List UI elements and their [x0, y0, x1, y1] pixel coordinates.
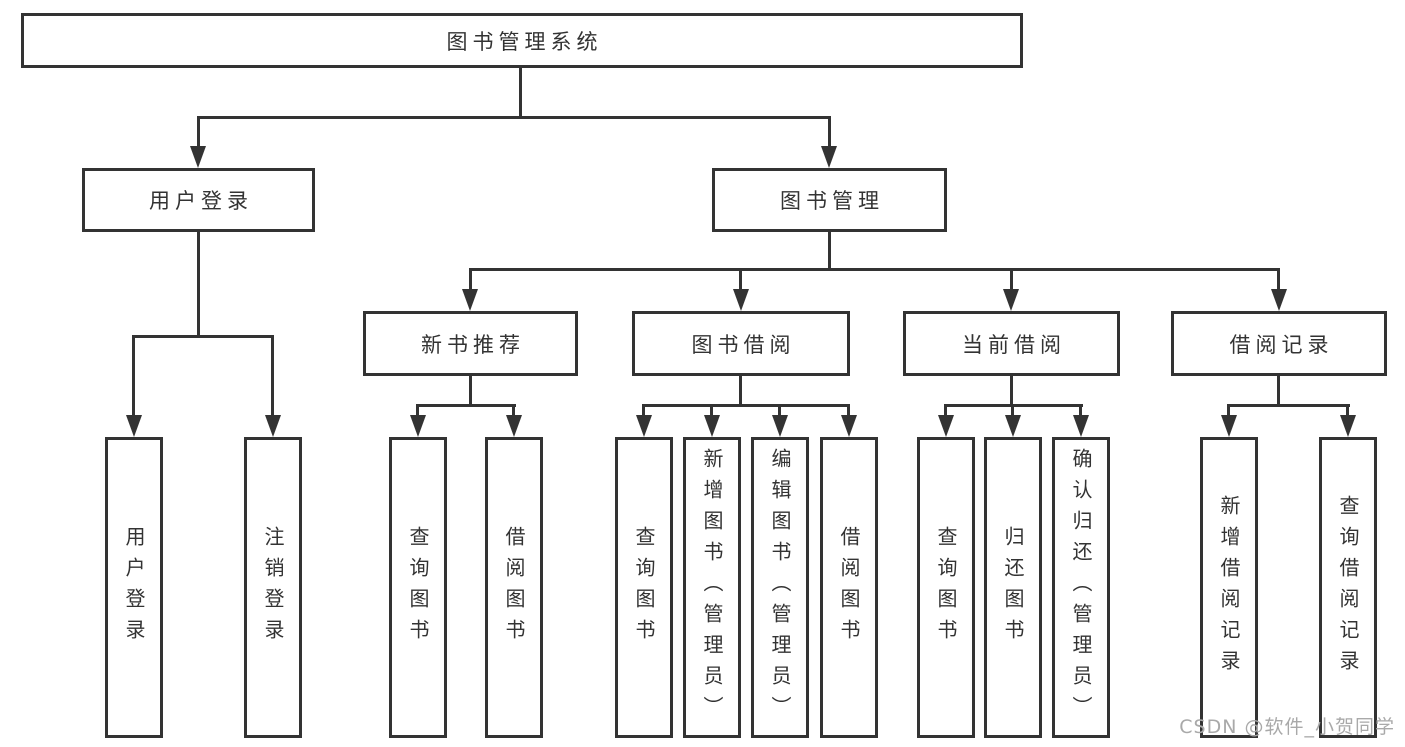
- arrowhead: [733, 289, 749, 311]
- node-library-management-system: 图书管理系统: [21, 13, 1023, 68]
- connector-stem: [1011, 404, 1014, 417]
- connector-root-rail: [197, 116, 831, 119]
- connector-borrow-record-stub: [1277, 376, 1280, 406]
- connector-stem: [1346, 404, 1349, 417]
- connector-stem: [132, 335, 135, 417]
- arrowhead: [506, 415, 522, 437]
- leaf-borrow-book-1: 借阅图书: [485, 437, 543, 738]
- arrowhead: [190, 146, 206, 168]
- connector-stem: [944, 404, 947, 417]
- arrowhead: [1073, 415, 1089, 437]
- connector-new-book-rail: [416, 404, 516, 407]
- leaf-borrow-book-2: 借阅图书: [820, 437, 878, 738]
- leaf-confirm-return-admin: 确认归还（管理员）: [1052, 437, 1110, 738]
- node-new-book-recommend: 新书推荐: [363, 311, 578, 376]
- leaf-query-book-3: 查询图书: [917, 437, 975, 738]
- arrowhead: [841, 415, 857, 437]
- connector-user-login-rail: [132, 335, 274, 338]
- connector-stem: [710, 404, 713, 417]
- connector-stem: [778, 404, 781, 417]
- connector-user-login-stub: [197, 232, 200, 338]
- connector-book-mgmt-rail: [469, 268, 1280, 271]
- leaf-logout: 注销登录: [244, 437, 302, 738]
- connector-stem: [197, 116, 200, 148]
- leaf-return-book: 归还图书: [984, 437, 1042, 738]
- node-current-borrow: 当前借阅: [903, 311, 1120, 376]
- leaf-query-book-2: 查询图书: [615, 437, 673, 738]
- arrowhead: [636, 415, 652, 437]
- leaf-query-borrow-record: 查询借阅记录: [1319, 437, 1377, 738]
- connector-stem: [828, 116, 831, 148]
- connector-current-borrow-stub: [1010, 376, 1013, 406]
- leaf-query-book-1: 查询图书: [389, 437, 447, 738]
- arrowhead: [1005, 415, 1021, 437]
- node-user-login: 用户登录: [82, 168, 315, 232]
- connector-book-borrow-stub: [739, 376, 742, 406]
- arrowhead: [772, 415, 788, 437]
- arrowhead: [265, 415, 281, 437]
- connector-stem: [1079, 404, 1082, 417]
- connector-stem: [416, 404, 419, 417]
- arrowhead: [1003, 289, 1019, 311]
- leaf-user-login: 用户登录: [105, 437, 163, 738]
- connector-borrow-record-rail: [1227, 404, 1350, 407]
- arrowhead: [1221, 415, 1237, 437]
- connector-stem: [512, 404, 515, 417]
- arrowhead: [1271, 289, 1287, 311]
- node-book-management: 图书管理: [712, 168, 947, 232]
- connector-new-book-stub: [469, 376, 472, 406]
- node-borrow-record: 借阅记录: [1171, 311, 1387, 376]
- arrowhead: [126, 415, 142, 437]
- connector-book-mgmt-stub: [828, 232, 831, 270]
- arrowhead: [1340, 415, 1356, 437]
- connector-stem: [469, 268, 472, 291]
- connector-root-stub: [519, 68, 522, 118]
- connector-stem: [271, 335, 274, 417]
- connector-stem: [1227, 404, 1230, 417]
- connector-stem: [642, 404, 645, 417]
- connector-book-borrow-rail: [642, 404, 850, 407]
- node-book-borrow: 图书借阅: [632, 311, 850, 376]
- connector-stem: [739, 268, 742, 291]
- arrowhead: [410, 415, 426, 437]
- arrowhead: [704, 415, 720, 437]
- leaf-add-book-admin: 新增图书（管理员）: [683, 437, 741, 738]
- arrowhead: [462, 289, 478, 311]
- connector-stem: [1277, 268, 1280, 291]
- arrowhead: [821, 146, 837, 168]
- connector-stem: [1010, 268, 1013, 291]
- leaf-edit-book-admin: 编辑图书（管理员）: [751, 437, 809, 738]
- connector-stem: [847, 404, 850, 417]
- leaf-add-borrow-record: 新增借阅记录: [1200, 437, 1258, 738]
- arrowhead: [938, 415, 954, 437]
- csdn-watermark: CSDN @软件_小贺同学: [1179, 716, 1395, 738]
